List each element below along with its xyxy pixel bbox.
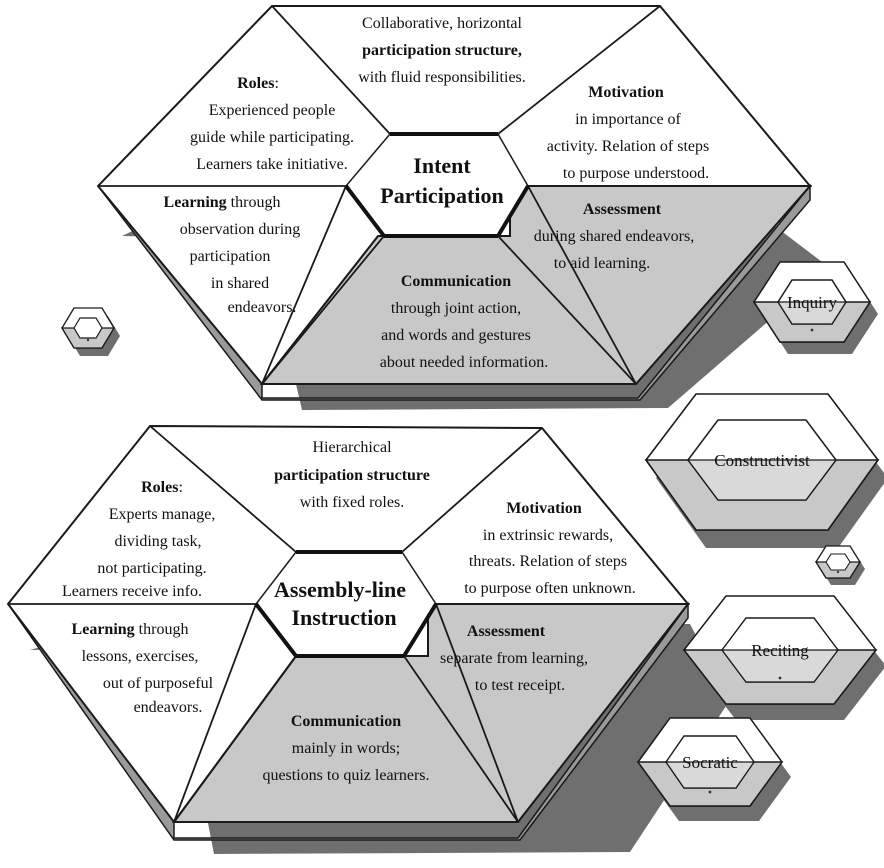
svg-text:guide while participating.: guide while participating.: [190, 129, 354, 146]
svg-text:Hierarchical: Hierarchical: [312, 439, 392, 456]
top-motivation-text: Motivation in importance of activity. Re…: [547, 84, 709, 182]
svg-text:mainly in words;: mainly in words;: [292, 740, 400, 757]
bottom-structure-text: Hierarchical participation structure wit…: [274, 439, 430, 511]
svg-text:with fixed roles.: with fixed roles.: [300, 494, 404, 511]
svg-text:out of purposeful: out of purposeful: [103, 675, 214, 692]
top-hex-spokes: [98, 5, 810, 385]
svg-text:Learners receive info.: Learners receive info.: [62, 583, 202, 600]
svg-text:observation during: observation during: [180, 221, 300, 238]
svg-text:separate from learning,: separate from learning,: [440, 650, 588, 667]
svg-text:to aid learning.: to aid learning.: [554, 255, 650, 272]
svg-text:Experienced people: Experienced people: [209, 102, 336, 119]
svg-text:to test receipt.: to test receipt.: [475, 677, 565, 694]
svg-text:Roles:: Roles:: [237, 75, 279, 92]
svg-text:Learners take initiative.: Learners take initiative.: [196, 156, 347, 173]
svg-text:Motivation: Motivation: [506, 500, 582, 517]
svg-text:Assessment: Assessment: [583, 201, 662, 218]
bottom-assessment-text: Assessment separate from learning, to te…: [440, 623, 588, 694]
small-gem-left: [60, 307, 120, 356]
svg-text:to purpose understood.: to purpose understood.: [563, 165, 709, 182]
top-assessment-text: Assessment during shared endeavors, to a…: [534, 201, 694, 272]
top-structure-text: Collaborative, horizontal participation …: [358, 15, 526, 86]
svg-text:Roles:: Roles:: [141, 479, 183, 496]
top-center-title-line2: Participation: [380, 183, 503, 208]
small-gem-right: [814, 545, 865, 585]
top-center-title-line1: Intent: [413, 153, 471, 178]
bottom-hex-bevel-strokes: [254, 550, 438, 658]
bottom-motivation-text: Motivation in extrinsic rewards, threats…: [464, 500, 636, 597]
bottom-center-title-line1: Assembly-line: [274, 577, 406, 602]
svg-text:questions to quiz learners.: questions to quiz learners.: [262, 767, 429, 784]
svg-text:Learning through: Learning through: [164, 194, 281, 211]
svg-text:participation: participation: [190, 248, 271, 265]
svg-text:participation structure,: participation structure,: [362, 42, 522, 59]
svg-text:Communication: Communication: [291, 713, 401, 730]
bottom-center-title-line2: Instruction: [291, 605, 396, 630]
bottom-roles-text: Roles: Experts manage, dividing task, no…: [62, 479, 215, 600]
top-hex-bevel-strokes: [344, 132, 530, 238]
bottom-communication-text: Communication mainly in words; questions…: [262, 713, 429, 784]
svg-text:about needed information.: about needed information.: [380, 354, 548, 371]
svg-text:endeavors.: endeavors.: [134, 699, 203, 716]
svg-text:activity. Relation of steps: activity. Relation of steps: [547, 138, 709, 155]
svg-text:with fluid responsibilities.: with fluid responsibilities.: [358, 69, 526, 86]
svg-text:in extrinsic rewards,: in extrinsic rewards,: [483, 527, 613, 544]
gem-socratic-label: Socratic: [682, 753, 738, 772]
svg-text:Motivation: Motivation: [588, 84, 664, 101]
svg-text:participation structure: participation structure: [274, 467, 430, 484]
svg-text:and words and gestures: and words and gestures: [381, 327, 531, 344]
top-roles-text: Roles: Experienced people guide while pa…: [190, 75, 354, 173]
bottom-hex-spokes: [8, 425, 688, 823]
gem-reciting-label: Reciting: [751, 641, 809, 660]
svg-text:in importance of: in importance of: [575, 111, 681, 128]
top-communication-text: Communication through joint action, and …: [380, 273, 548, 371]
svg-text:lessons, exercises,: lessons, exercises,: [82, 648, 199, 665]
gem-inquiry-label: Inquiry: [787, 293, 838, 312]
svg-text:Communication: Communication: [401, 273, 511, 290]
svg-text:Experts manage,: Experts manage,: [109, 506, 216, 523]
svg-text:through joint action,: through joint action,: [391, 300, 521, 317]
gem-constructivist: Constructivist: [644, 393, 884, 548]
top-hexagon: Intent Participation Collaborative, hori…: [96, 5, 830, 410]
top-learning-text: Learning through observation during part…: [164, 194, 301, 316]
svg-text:Collaborative, horizontal: Collaborative, horizontal: [362, 15, 523, 32]
svg-text:threats. Relation of steps: threats. Relation of steps: [469, 553, 627, 570]
bottom-hexagon: Assembly-line Instruction Hierarchical p…: [6, 424, 730, 854]
gem-reciting: Reciting: [682, 595, 884, 720]
svg-text:dividing task,: dividing task,: [114, 533, 201, 550]
svg-text:in shared: in shared: [211, 275, 269, 292]
svg-text:Learning through: Learning through: [72, 621, 189, 638]
svg-text:during shared endeavors,: during shared endeavors,: [534, 228, 694, 245]
bottom-learning-text: Learning through lessons, exercises, out…: [72, 621, 214, 716]
svg-text:Assessment: Assessment: [467, 623, 546, 640]
gem-socratic: Socratic: [636, 717, 791, 821]
svg-text:to purpose often unknown.: to purpose often unknown.: [464, 580, 636, 597]
gem-constructivist-label: Constructivist: [714, 451, 810, 470]
gem-inquiry: Inquiry: [752, 261, 878, 354]
svg-text:not participating.: not participating.: [97, 560, 206, 577]
svg-text:endeavors.: endeavors.: [228, 299, 297, 316]
